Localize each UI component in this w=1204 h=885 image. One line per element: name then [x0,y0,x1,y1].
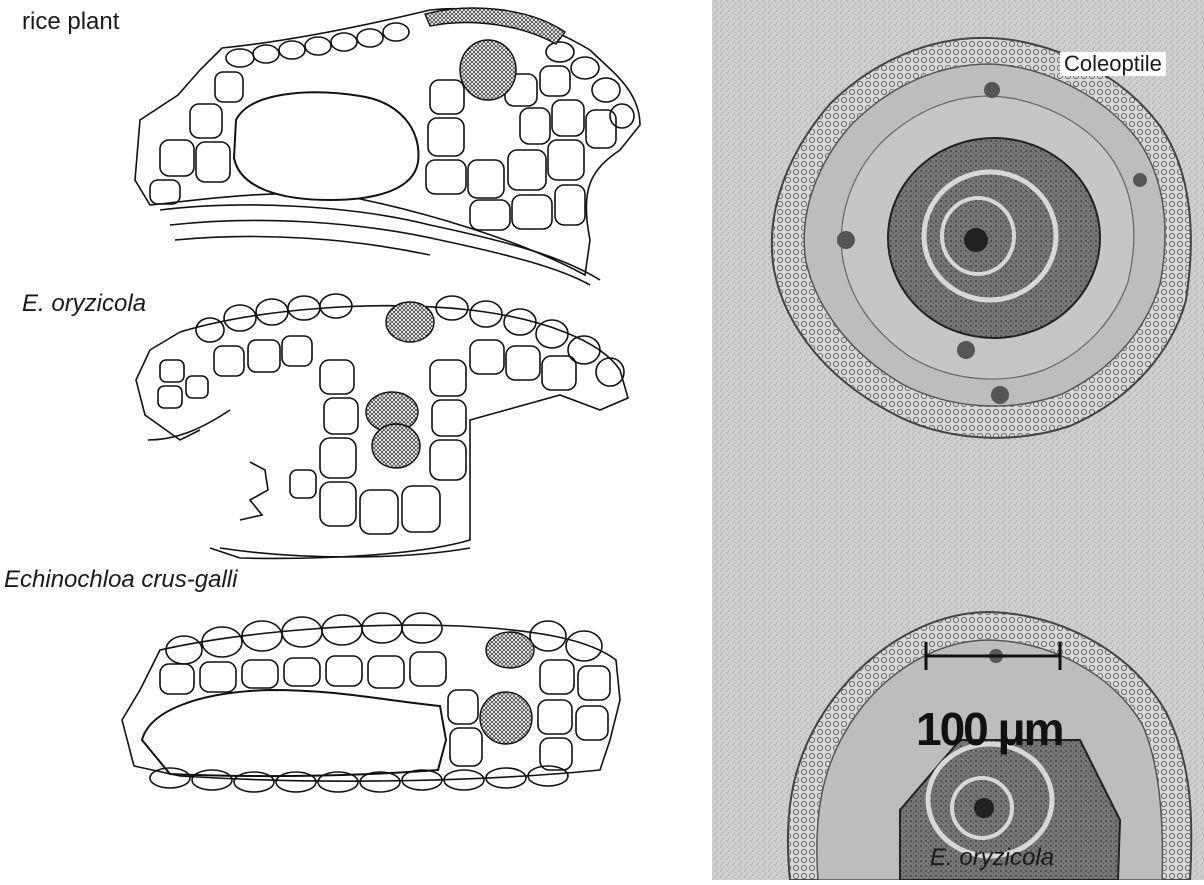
ory-vascular-bundle-top [386,302,434,342]
label-scale: 100 μm [916,706,1063,752]
crus-vascular-bundle-top [486,632,534,668]
e-oryzicola-section [136,294,628,558]
echinochloa-section [122,613,620,792]
label-echinochloa-crus-galli: Echinochloa crus-galli [4,568,237,592]
ory-vascular-bundle-low [372,424,420,468]
crus-vascular-bundle-low [480,692,532,744]
rice-plant-section [135,8,640,285]
label-e-oryzicola-left: E. oryzicola [22,292,146,316]
crus-air-space [142,690,446,776]
rice-air-space [234,92,418,200]
label-rice-plant: rice plant [22,10,119,34]
rice-vascular-bundle [460,40,516,100]
label-e-oryzicola-right: E. oryzicola [930,846,1054,870]
ory-parenchyma-cells [158,336,576,534]
coleoptile-dark-core [888,138,1100,338]
label-coleoptile: Coleoptile [1060,52,1166,76]
rice-sclerenchyma-cap [425,8,565,44]
